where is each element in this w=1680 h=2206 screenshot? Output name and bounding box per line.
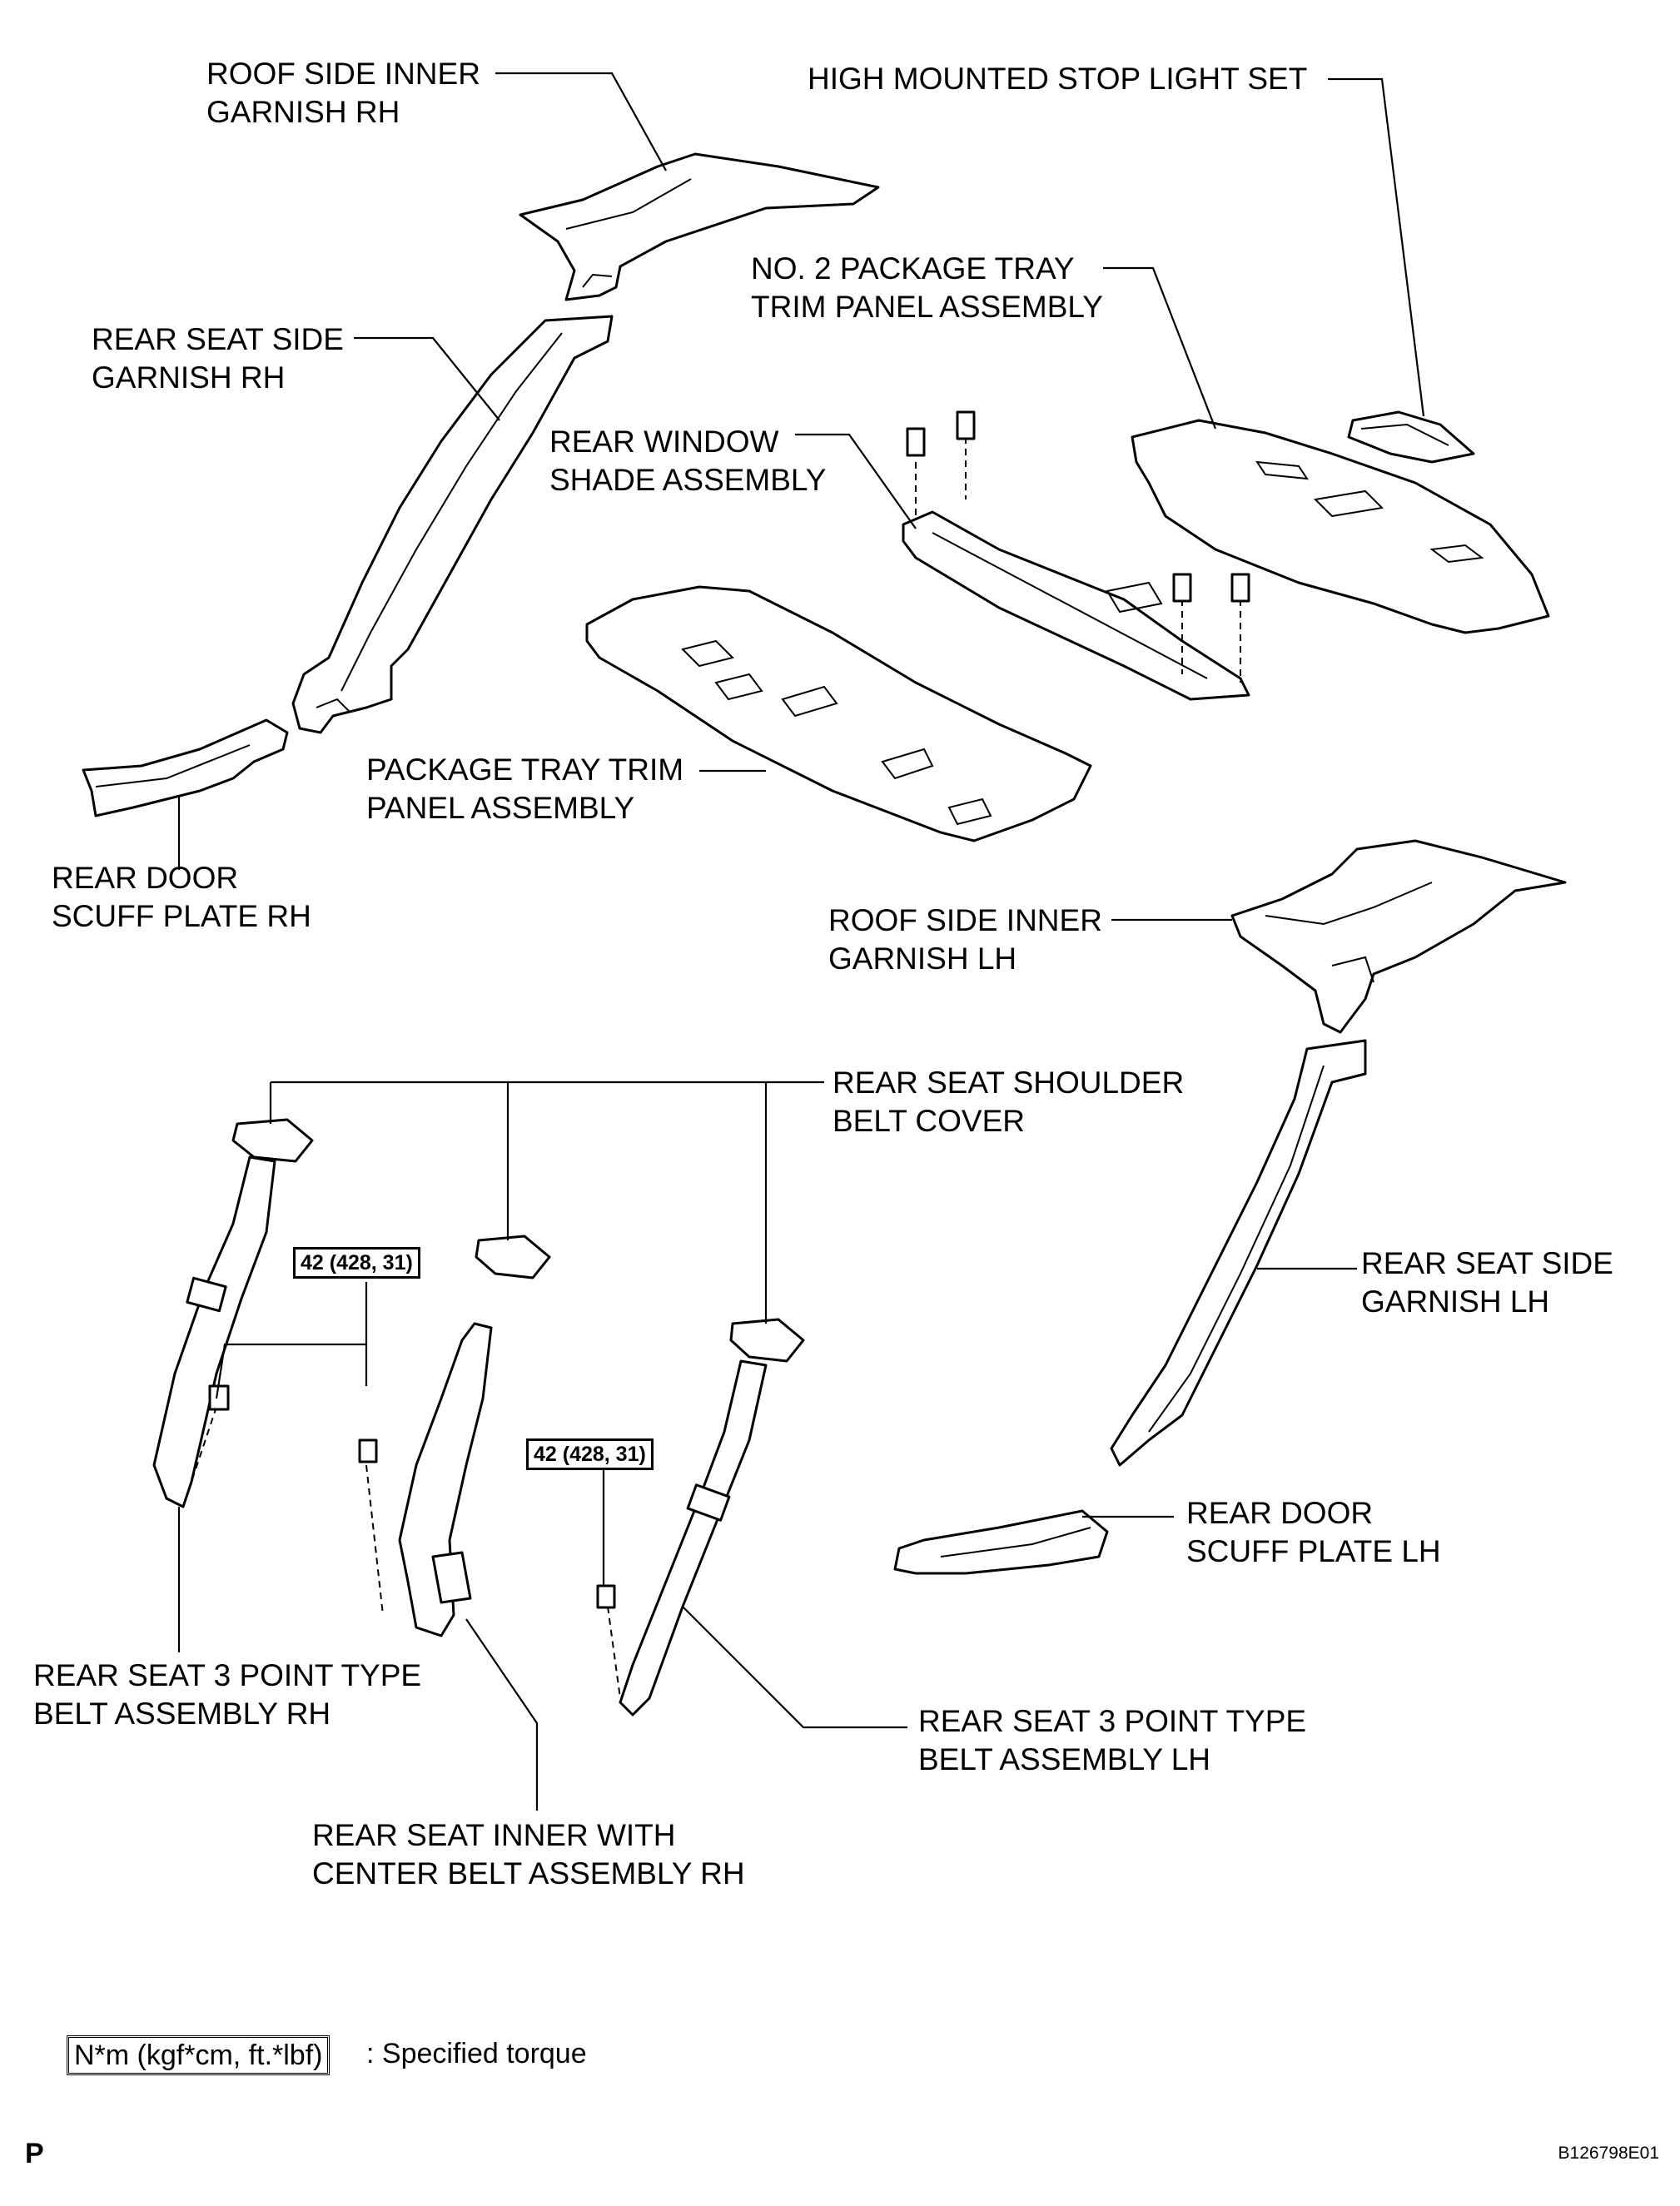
label-rear-seat-side-garnish-rh: REAR SEAT SIDE GARNISH RH	[92, 322, 344, 395]
label-roof-side-inner-garnish-lh: ROOF SIDE INNER GARNISH LH	[828, 903, 1102, 976]
rear-door-scuff-plate-rh-part	[82, 718, 289, 817]
label-no2-package-tray-trim-panel: NO. 2 PACKAGE TRAY TRIM PANEL ASSEMBLY	[751, 251, 1103, 324]
rear-window-shade-assembly-part	[902, 410, 1250, 701]
rear-door-scuff-plate-lh-part	[893, 1509, 1109, 1575]
label-rear-door-scuff-plate-rh: REAR DOOR SCUFF PLATE RH	[52, 861, 311, 933]
rear-seat-side-garnish-rh-part	[291, 315, 614, 734]
belt-bolts	[208, 1384, 616, 1609]
torque-spec-rh: 42 (428, 31)	[293, 1247, 420, 1279]
label-rear-window-shade-assembly: REAR WINDOW SHADE ASSEMBLY	[549, 425, 827, 497]
shoulder-belt-covers	[231, 1118, 805, 1363]
rear-seat-3pt-belt-rh-part	[152, 1155, 276, 1508]
label-rear-seat-3pt-belt-rh: REAR SEAT 3 POINT TYPE BELT ASSEMBLY RH	[33, 1658, 422, 1731]
figure-id: B126798E01	[1558, 2144, 1659, 2163]
rear-seat-3pt-belt-lh-part	[607, 1359, 768, 1717]
high-mounted-stop-light-part	[1347, 410, 1475, 464]
label-rear-seat-side-garnish-lh: REAR SEAT SIDE GARNISH LH	[1361, 1246, 1613, 1319]
torque-spec-lh: 42 (428, 31)	[526, 1438, 654, 1470]
rear-seat-inner-center-belt-rh-part	[365, 1322, 493, 1637]
corner-letter: P	[25, 2138, 44, 2169]
label-rear-seat-inner-center-belt-rh: REAR SEAT INNER WITH CENTER BELT ASSEMBL…	[312, 1818, 745, 1891]
rear-seat-side-garnish-lh-part	[1110, 1039, 1367, 1467]
torque-unit-legend-box: N*m (kgf*cm, ft.*lbf)	[67, 2035, 331, 2075]
label-high-mounted-stop-light-set: HIGH MOUNTED STOP LIGHT SET	[808, 62, 1308, 96]
label-roof-side-inner-garnish-rh: ROOF SIDE INNER GARNISH RH	[206, 57, 480, 129]
label-package-tray-trim-panel: PACKAGE TRAY TRIM PANEL ASSEMBLY	[366, 753, 684, 825]
leader-lines	[177, 72, 1425, 1811]
no2-package-tray-trim-panel-part	[1131, 419, 1550, 634]
package-tray-trim-panel-part	[585, 585, 1092, 842]
label-rear-door-scuff-plate-lh: REAR DOOR SCUFF PLATE LH	[1186, 1496, 1441, 1568]
torque-unit-legend-text: : Specified torque	[366, 2038, 587, 2069]
label-rear-seat-shoulder-belt-cover: REAR SEAT SHOULDER BELT COVER	[833, 1066, 1185, 1138]
roof-side-inner-garnish-lh-part	[1230, 839, 1567, 1034]
label-rear-seat-3pt-belt-lh: REAR SEAT 3 POINT TYPE BELT ASSEMBLY LH	[918, 1704, 1307, 1776]
roof-side-inner-garnish-rh-part	[519, 152, 880, 301]
